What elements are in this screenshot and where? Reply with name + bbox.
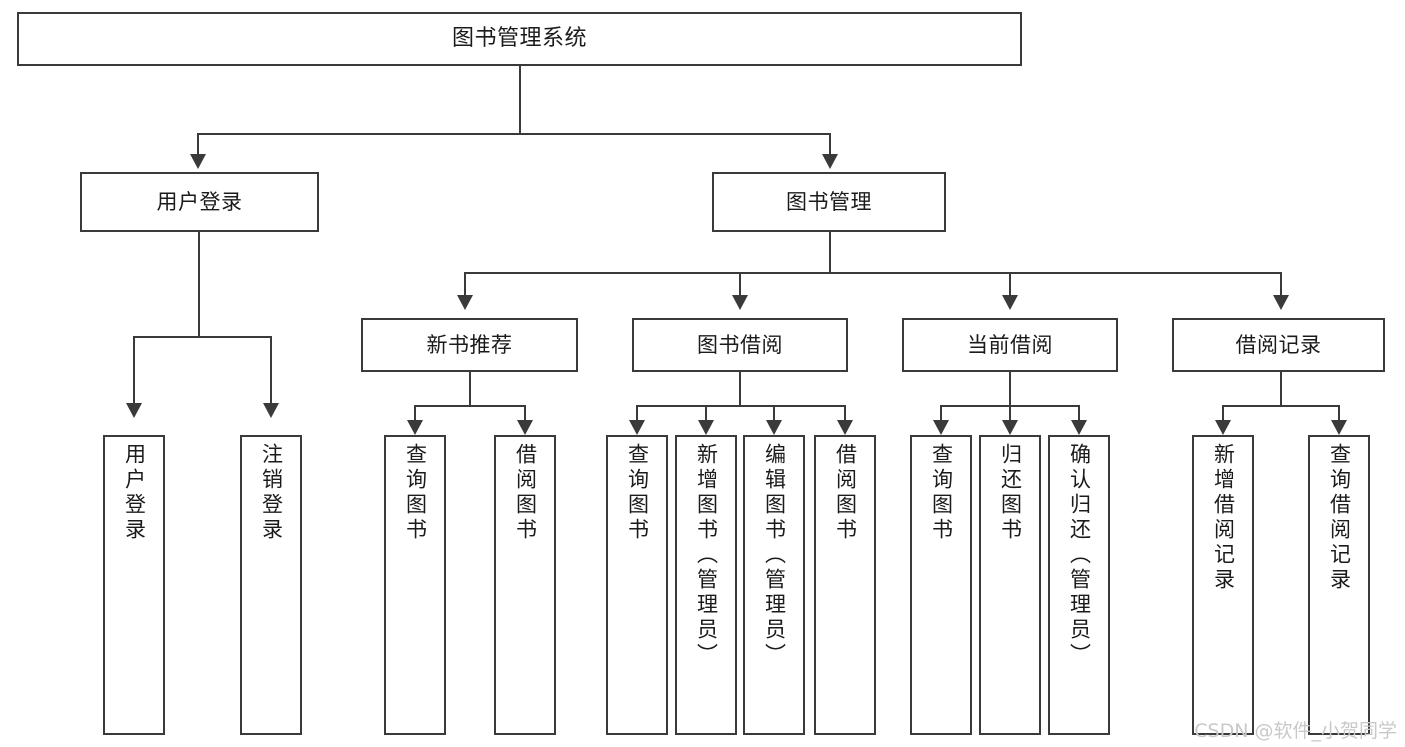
node-leaf-add-record[interactable]: 新增借阅记录 <box>1192 435 1254 735</box>
connector-new-book-bar <box>414 405 526 407</box>
connector-bm-to-book-borrow <box>739 272 741 296</box>
node-leaf-query-record-label: 查询借阅记录 <box>1327 443 1352 593</box>
arrow-bm-to-book-borrow <box>732 295 748 310</box>
node-leaf-borrow-book-1-label: 借阅图书 <box>513 443 538 543</box>
node-leaf-user-login-label: 用户登录 <box>122 443 147 543</box>
node-leaf-confirm-return-label: 确认归还（管理员） <box>1067 443 1092 668</box>
node-root-label: 图书管理系统 <box>451 26 587 52</box>
node-leaf-add-record-label: 新增借阅记录 <box>1211 443 1236 593</box>
node-book-management-label: 图书管理 <box>786 189 872 214</box>
arrow-new-book-leaf-2 <box>517 420 533 435</box>
node-user-login[interactable]: 用户登录 <box>80 172 319 232</box>
arrow-current-borrow-leaf-3 <box>1071 420 1087 435</box>
node-borrow-record[interactable]: 借阅记录 <box>1172 318 1385 372</box>
arrow-book-borrow-leaf-4 <box>837 420 853 435</box>
connector-new-book-c2 <box>524 405 526 421</box>
node-leaf-logout-login-label: 注销登录 <box>259 443 284 543</box>
connector-root-to-book-management <box>829 133 831 155</box>
arrow-current-borrow-leaf-2 <box>1002 420 1018 435</box>
arrow-user-login-leaf-2 <box>263 403 279 418</box>
node-leaf-add-book-label: 新增图书（管理员） <box>694 443 719 668</box>
node-leaf-add-book[interactable]: 新增图书（管理员） <box>675 435 737 735</box>
connector-new-book-stem <box>469 372 471 406</box>
node-book-borrow[interactable]: 图书借阅 <box>632 318 848 372</box>
node-root[interactable]: 图书管理系统 <box>17 12 1022 66</box>
arrow-bm-to-new-book <box>457 295 473 310</box>
connector-current-borrow-c3 <box>1078 405 1080 421</box>
arrow-user-login-leaf-1 <box>126 403 142 418</box>
connector-book-management-bar <box>464 272 1281 274</box>
arrow-bm-to-current-borrow <box>1002 295 1018 310</box>
arrow-new-book-leaf-1 <box>407 420 423 435</box>
node-leaf-query-book-3-label: 查询图书 <box>929 443 954 543</box>
node-leaf-query-book-2-label: 查询图书 <box>625 443 650 543</box>
node-new-book-recommend[interactable]: 新书推荐 <box>361 318 578 372</box>
arrow-borrow-record-leaf-2 <box>1331 420 1347 435</box>
connector-bm-to-borrow-record <box>1280 272 1282 296</box>
arrow-root-to-book-management <box>822 154 838 169</box>
connector-bm-to-new-book <box>464 272 466 296</box>
node-leaf-return-book[interactable]: 归还图书 <box>979 435 1041 735</box>
connector-current-borrow-c2 <box>1009 405 1011 421</box>
node-book-management[interactable]: 图书管理 <box>712 172 946 232</box>
arrow-bm-to-borrow-record <box>1273 295 1289 310</box>
connector-user-login-stem <box>198 232 200 337</box>
node-user-login-label: 用户登录 <box>156 189 243 214</box>
node-leaf-query-book-1-label: 查询图书 <box>403 443 428 543</box>
node-leaf-query-book-3[interactable]: 查询图书 <box>910 435 972 735</box>
connector-borrow-record-c2 <box>1338 405 1340 421</box>
arrow-root-to-user-login <box>190 154 206 169</box>
connector-current-borrow-stem <box>1009 372 1011 406</box>
node-current-borrow-label: 当前借阅 <box>967 332 1053 357</box>
node-leaf-edit-book-label: 编辑图书（管理员） <box>762 443 787 668</box>
connector-root-stem <box>519 66 521 134</box>
arrow-book-borrow-leaf-3 <box>766 420 782 435</box>
node-book-borrow-label: 图书借阅 <box>697 332 783 357</box>
connector-new-book-c1 <box>414 405 416 421</box>
node-current-borrow[interactable]: 当前借阅 <box>902 318 1118 372</box>
connector-user-login-right <box>270 336 272 404</box>
node-borrow-record-label: 借阅记录 <box>1235 332 1322 357</box>
arrow-book-borrow-leaf-1 <box>629 420 645 435</box>
connector-bm-to-current-borrow <box>1009 272 1011 296</box>
arrow-current-borrow-leaf-1 <box>933 420 949 435</box>
connector-borrow-record-c1 <box>1222 405 1224 421</box>
node-leaf-borrow-book-2[interactable]: 借阅图书 <box>814 435 876 735</box>
node-leaf-query-record[interactable]: 查询借阅记录 <box>1308 435 1370 735</box>
connector-book-borrow-c2 <box>705 405 707 421</box>
connector-book-borrow-stem <box>739 372 741 406</box>
node-leaf-borrow-book-1[interactable]: 借阅图书 <box>494 435 556 735</box>
connector-book-management-stem <box>829 232 831 274</box>
arrow-borrow-record-leaf-1 <box>1215 420 1231 435</box>
node-leaf-logout-login[interactable]: 注销登录 <box>240 435 302 735</box>
node-leaf-borrow-book-2-label: 借阅图书 <box>833 443 858 543</box>
node-new-book-recommend-label: 新书推荐 <box>426 332 513 357</box>
node-leaf-query-book-2[interactable]: 查询图书 <box>606 435 668 735</box>
node-leaf-confirm-return[interactable]: 确认归还（管理员） <box>1048 435 1110 735</box>
connector-borrow-record-bar <box>1222 405 1340 407</box>
node-leaf-user-login[interactable]: 用户登录 <box>103 435 165 735</box>
connector-book-borrow-c3 <box>773 405 775 421</box>
connector-user-login-bar <box>133 336 270 338</box>
node-leaf-edit-book[interactable]: 编辑图书（管理员） <box>743 435 805 735</box>
node-leaf-return-book-label: 归还图书 <box>998 443 1023 543</box>
connector-current-borrow-c1 <box>940 405 942 421</box>
connector-user-login-left <box>133 336 135 404</box>
connector-book-borrow-c1 <box>636 405 638 421</box>
connector-root-bar <box>197 133 831 135</box>
connector-book-borrow-c4 <box>844 405 846 421</box>
arrow-book-borrow-leaf-2 <box>698 420 714 435</box>
connector-root-to-user-login <box>197 133 199 155</box>
watermark-text: CSDN @软件_小贺同学 <box>1194 720 1397 742</box>
node-leaf-query-book-1[interactable]: 查询图书 <box>384 435 446 735</box>
connector-borrow-record-stem <box>1280 372 1282 406</box>
connector-book-borrow-bar <box>636 405 846 407</box>
